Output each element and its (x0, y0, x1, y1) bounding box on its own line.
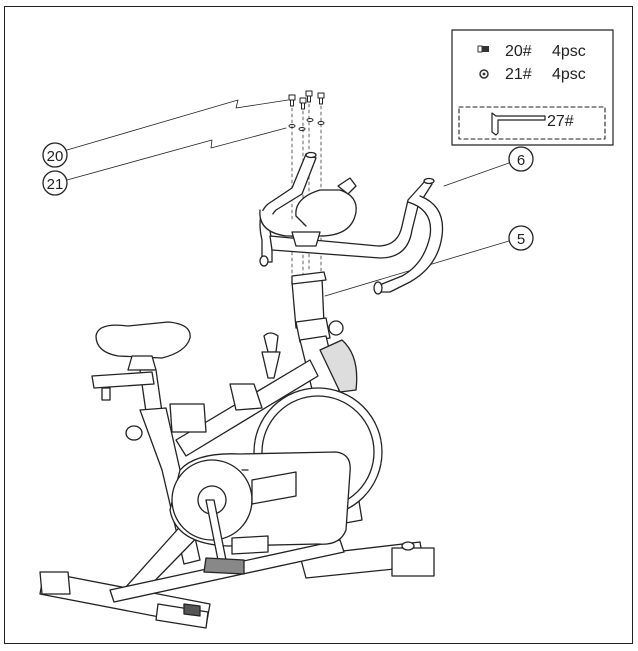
part-21-code: 21# (505, 66, 532, 83)
svg-text:20: 20 (47, 148, 64, 165)
svg-text:21: 21 (47, 176, 64, 193)
part-21-qty: 4psc (552, 66, 586, 83)
callout-6: 6 (443, 146, 534, 187)
washer-icon (479, 69, 489, 79)
svg-text:6: 6 (517, 152, 525, 169)
tool-27-code: 27# (547, 113, 574, 130)
bolt-icon (477, 45, 489, 53)
handlebar (259, 151, 444, 295)
svg-text:5: 5 (517, 231, 525, 248)
bike-frame (39, 271, 435, 629)
diagram-frame (4, 6, 633, 644)
parts-box: 20# 4psc 21# 4psc 27# (451, 29, 614, 146)
part-20-code: 20# (505, 43, 532, 60)
allen-key-icon (491, 112, 546, 136)
callout-21: 21 (42, 127, 287, 196)
part-20-qty: 4psc (552, 43, 586, 60)
seat-assembly (91, 321, 191, 441)
callout-20: 20 (42, 99, 289, 168)
